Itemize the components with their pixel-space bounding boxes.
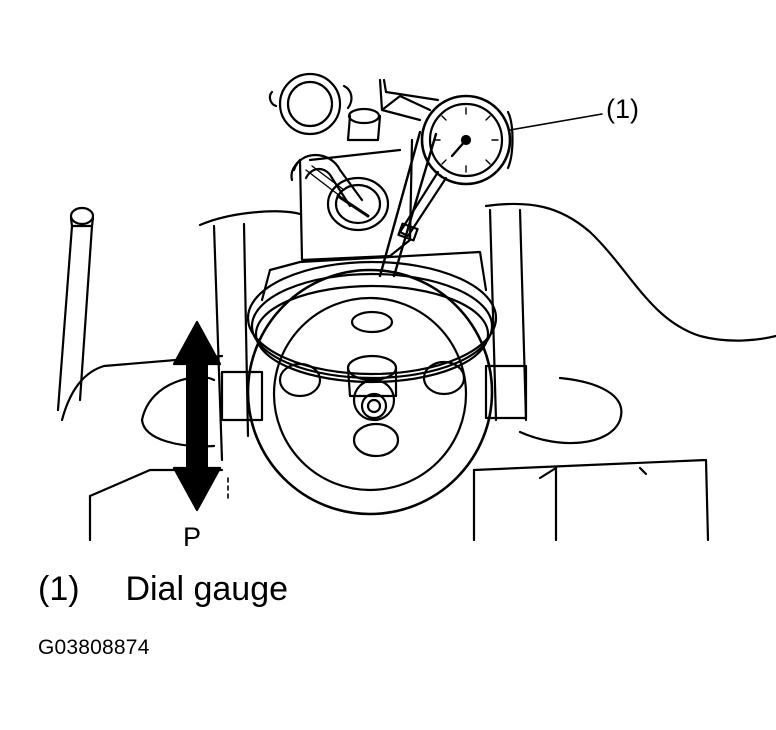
engine-block-outline — [60, 202, 776, 542]
dial-gauge — [378, 78, 514, 278]
direction-label-p: P — [183, 522, 202, 552]
direction-arrow-p — [172, 320, 229, 512]
legend-text: Dial gauge — [125, 570, 289, 608]
pump-bracket — [220, 364, 528, 422]
legend-item: (1) Dial gauge — [38, 570, 288, 609]
callout-label-1: (1) — [606, 94, 639, 124]
callout-leader-line — [509, 113, 603, 131]
pulley-dial-gauge-illustration — [56, 72, 776, 542]
pulley — [246, 260, 498, 516]
legend-number: (1) — [38, 570, 80, 608]
figure-id: G03808874 — [38, 636, 150, 659]
dipstick-tube — [56, 206, 95, 412]
pump-body — [260, 72, 488, 302]
